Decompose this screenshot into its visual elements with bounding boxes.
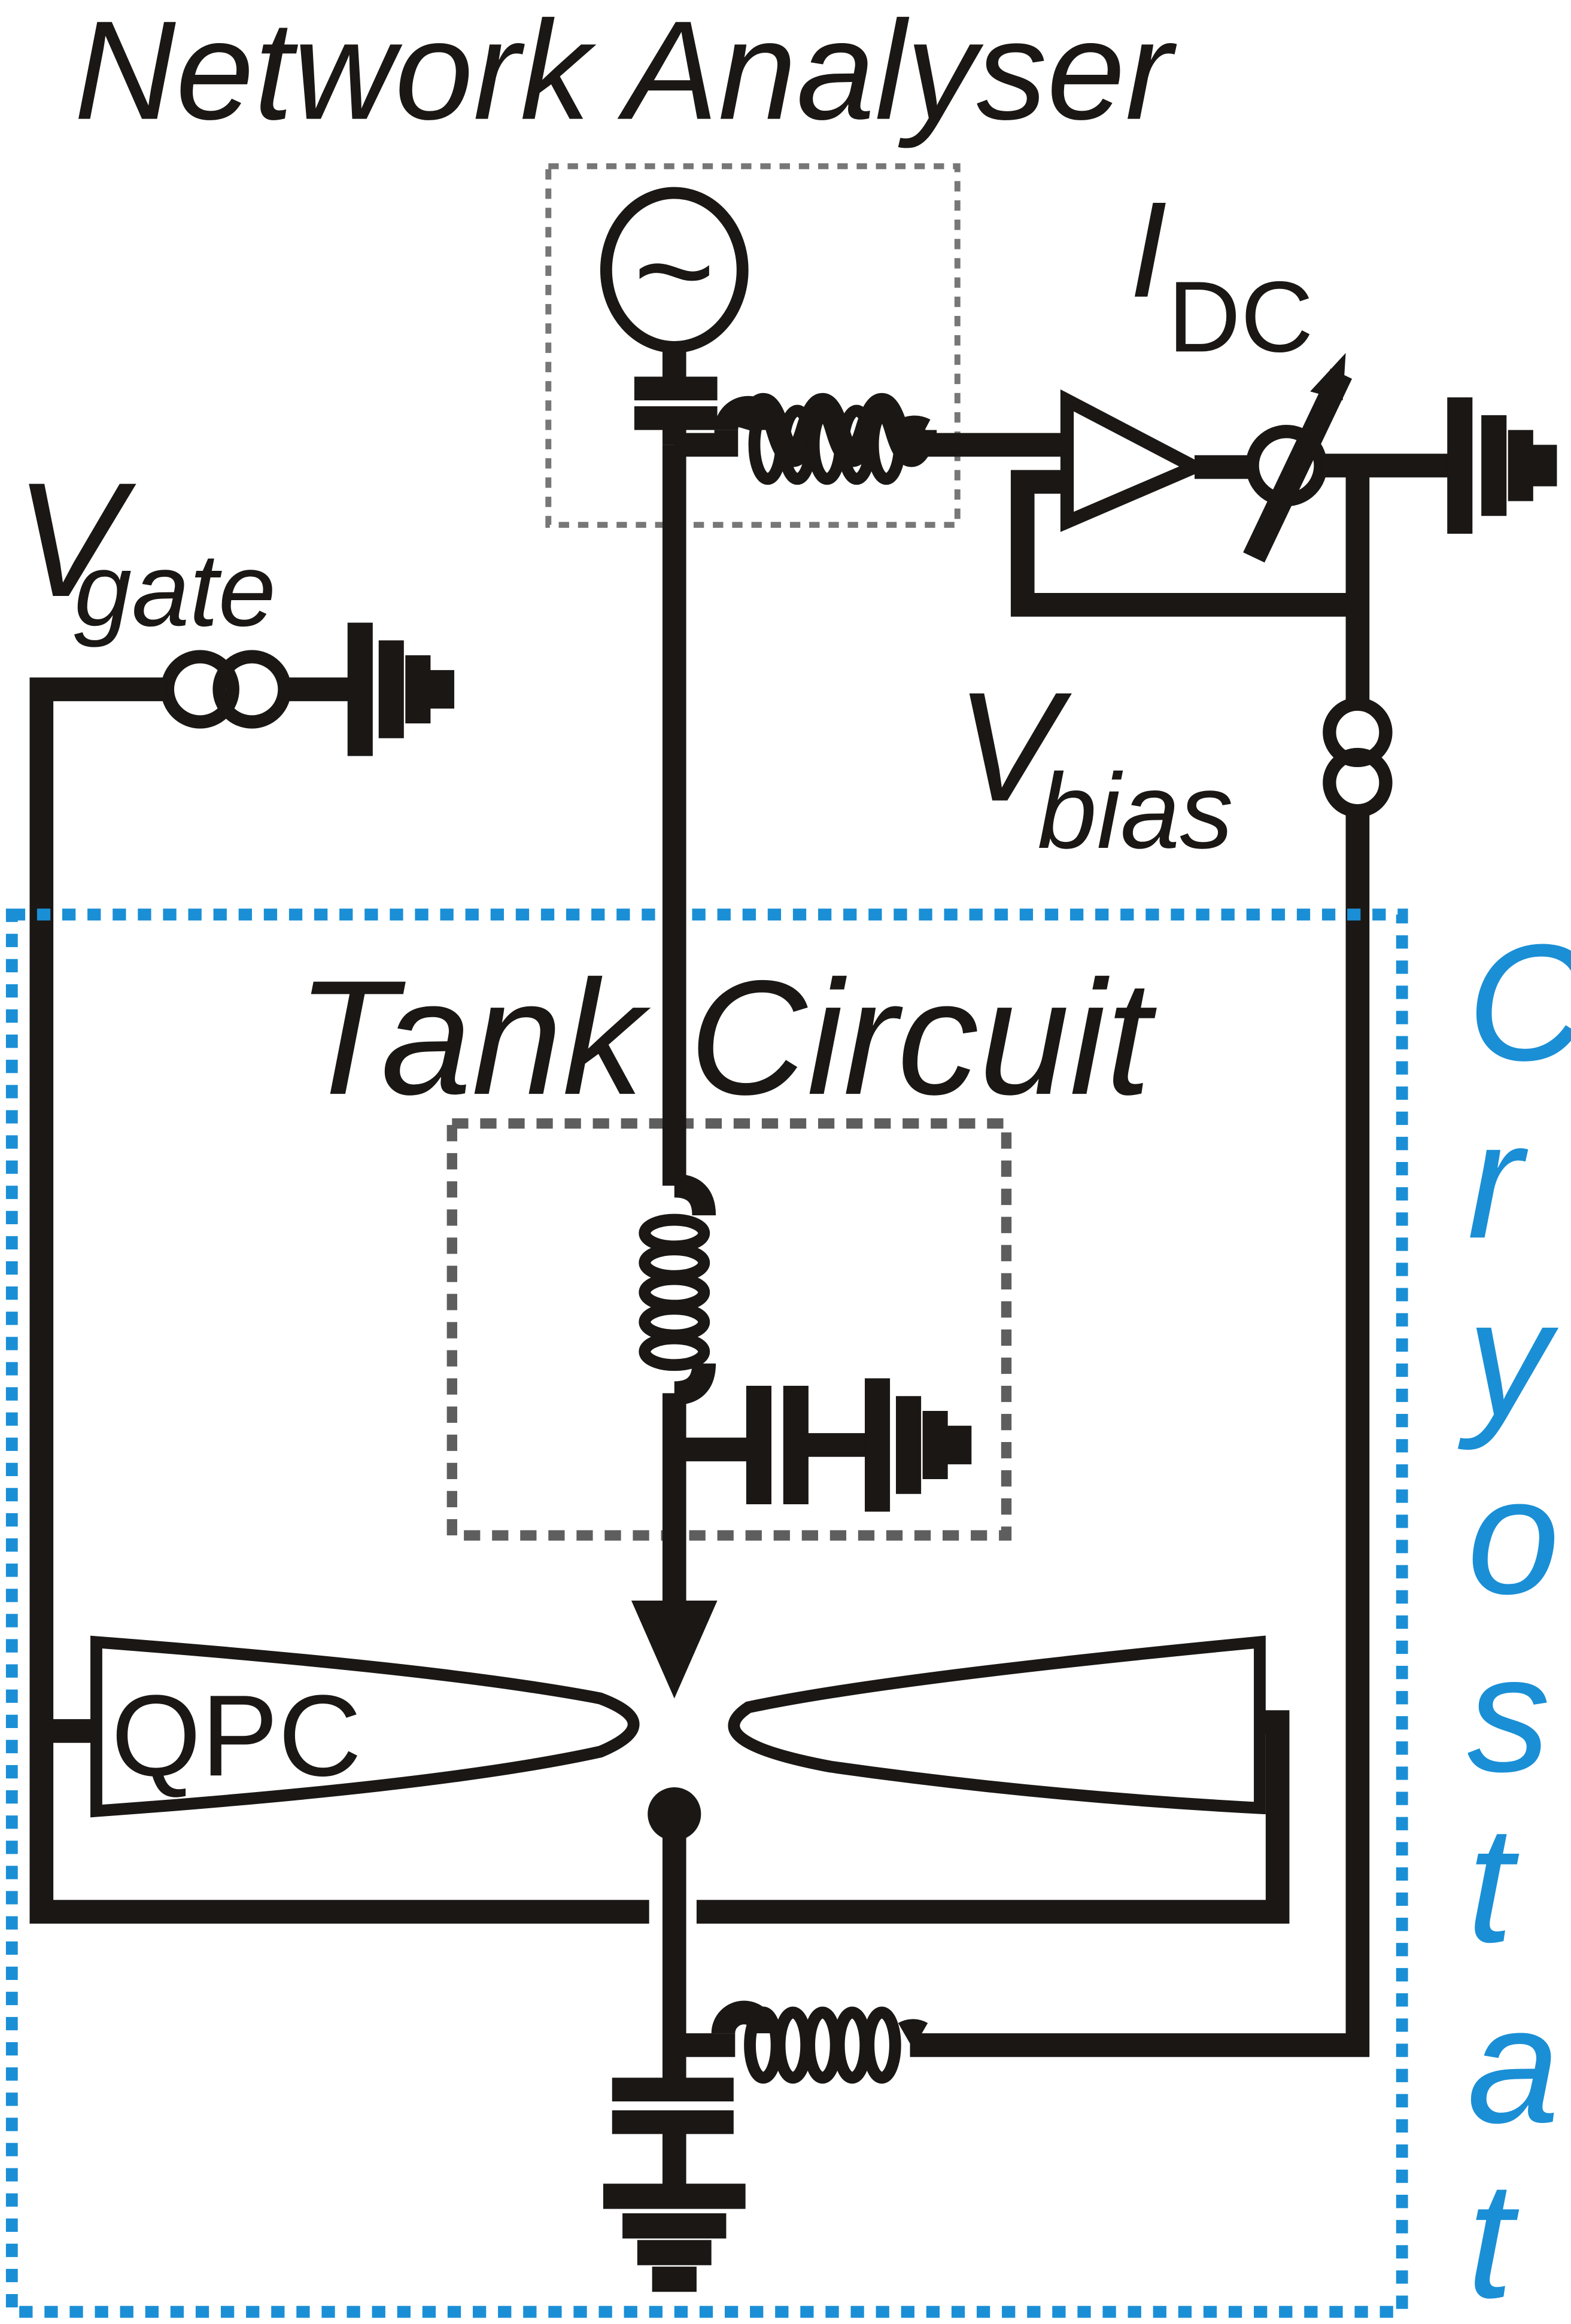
capacitor-icon-bottom	[612, 2077, 734, 2134]
network-analyser-box	[545, 163, 961, 528]
ac-source-icon: ~	[600, 187, 749, 353]
cryostat-box	[5, 908, 1408, 2318]
cryostat-letter: t	[1467, 2147, 1520, 2324]
ground-icon-top-right	[1447, 397, 1557, 534]
idc-label-main: I	[1129, 174, 1167, 326]
cryostat-letter: C	[1467, 909, 1571, 1095]
ground-icon-tank	[864, 1378, 972, 1512]
cryostat-letter: r	[1467, 1087, 1530, 1273]
amplifier-icon	[1060, 389, 1210, 533]
tank-circuit-box	[446, 1118, 1012, 1541]
vbias-current-source-icon	[1323, 697, 1393, 818]
inductor-icon-bottom	[711, 2000, 928, 2084]
cryostat-letter: t	[1467, 1791, 1520, 1977]
idc-label-sub: DC	[1168, 260, 1313, 373]
network-analyser-label: Network Analyser	[74, 0, 1177, 149]
vgate-label-sub: gate	[74, 532, 276, 648]
ground-icon-bottom	[603, 2183, 746, 2292]
ac-source-symbol: ~	[633, 191, 715, 349]
vgate-label-main: V	[15, 448, 137, 631]
arrow-icon	[631, 1601, 718, 1699]
cryostat-letter: s	[1467, 1621, 1551, 1806]
ground-icon-vgate	[347, 622, 455, 756]
capacitor-icon-tank	[746, 1385, 809, 1505]
tank-circuit-label: Tank Circuit	[296, 946, 1157, 1128]
qpc-left-gate	[90, 1635, 640, 1818]
vgate-current-source-icon	[160, 650, 291, 729]
inductor-icon-tank	[639, 1173, 716, 1406]
inductor-icon	[714, 393, 938, 485]
qpc-label: QPC	[111, 1671, 362, 1800]
vbias-label-main: V	[956, 661, 1072, 834]
cryostat-letter: o	[1467, 1443, 1560, 1629]
qpc-right-gate	[728, 1635, 1266, 1815]
cryostat-letter: a	[1467, 1972, 1560, 2158]
capacitor-icon	[634, 376, 718, 430]
vbias-label-sub: bias	[1037, 752, 1233, 871]
cryostat-letter: y	[1457, 1265, 1560, 1452]
cryostat-label: C r y o s t a t	[1457, 909, 1571, 2324]
